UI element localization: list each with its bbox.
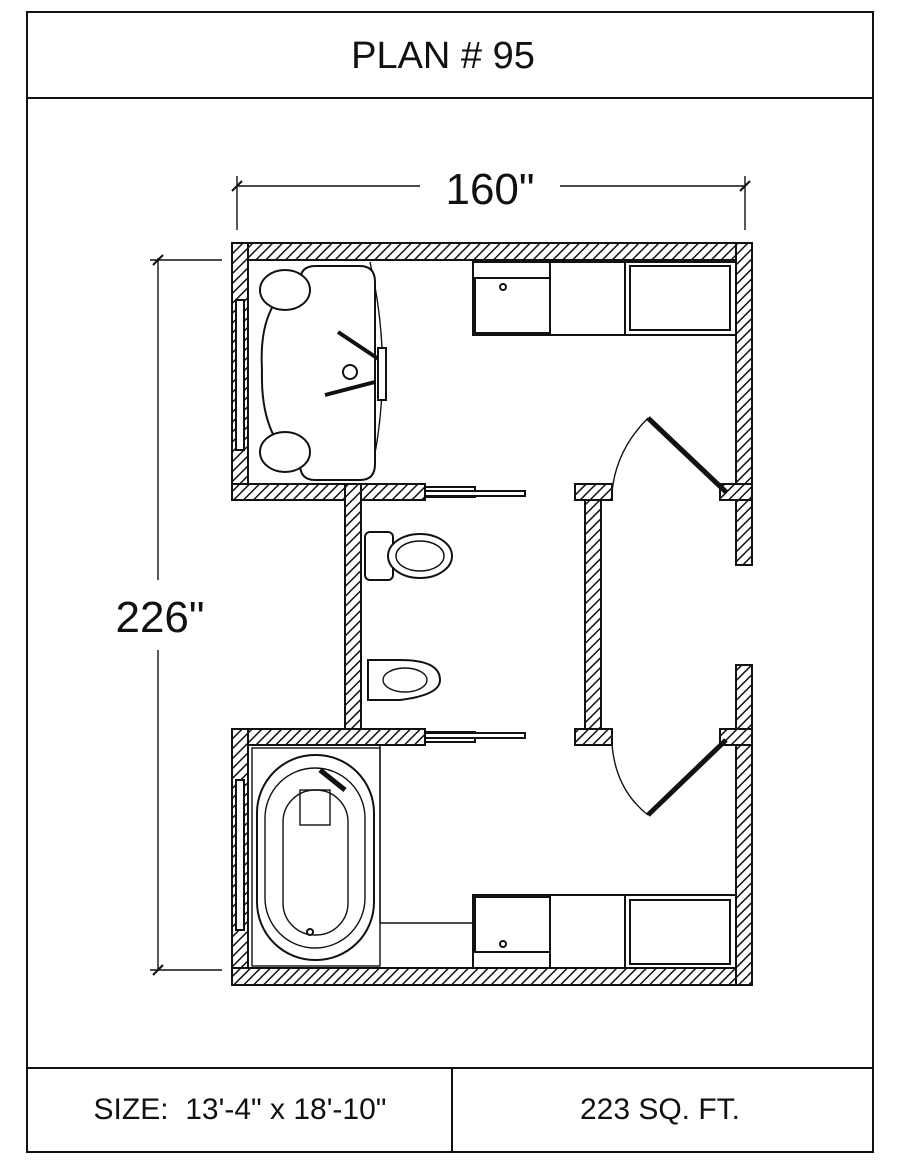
- title-block-frame: [26, 11, 874, 1153]
- walls: [231, 242, 753, 986]
- width-dimension-line: [231, 176, 751, 230]
- swing-door-upper[interactable]: [611, 416, 728, 494]
- area-label: 223 SQ. FT.: [580, 1093, 740, 1126]
- bidet: [367, 659, 442, 701]
- whirlpool-tub-upper: [259, 261, 387, 481]
- toilet: [364, 531, 453, 581]
- swing-door-lower[interactable]: [611, 738, 728, 817]
- height-dimension-label: 226": [115, 593, 204, 642]
- width-dimension-label: 160": [445, 165, 534, 214]
- size-label: SIZE: 13'-4" x 18'-10": [94, 1093, 387, 1126]
- vanity-lower: [472, 894, 737, 969]
- height-dimension-line: [150, 254, 222, 976]
- tub-surround: [379, 745, 473, 924]
- soaking-tub-lower: [251, 747, 381, 967]
- vanity-upper: [472, 261, 737, 336]
- plan-title: PLAN # 95: [351, 35, 535, 77]
- sliding-door-upper[interactable]: [424, 486, 526, 498]
- sliding-door-lower[interactable]: [424, 731, 526, 743]
